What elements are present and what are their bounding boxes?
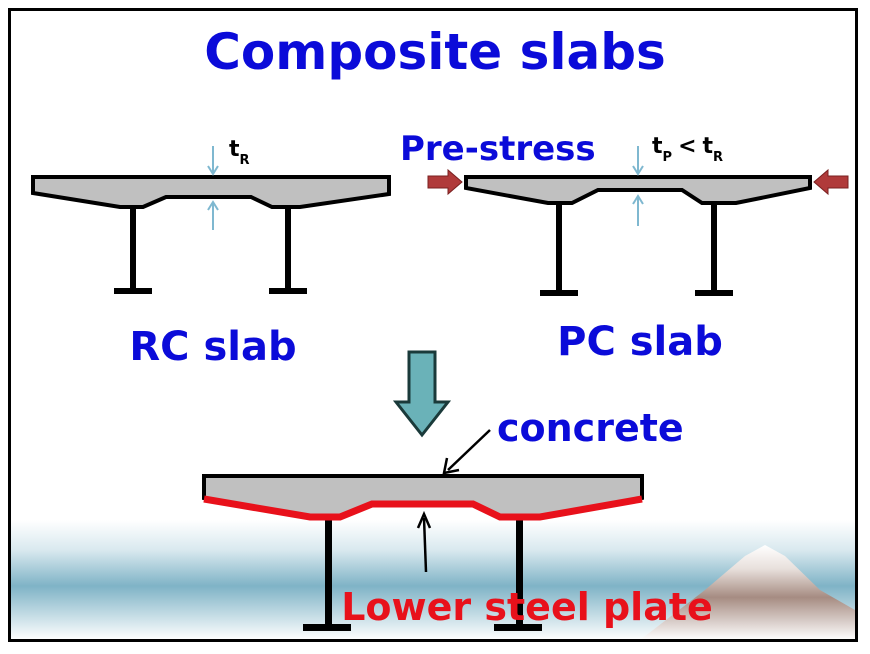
pc-thickness-arrows [632, 146, 644, 226]
rc-slab-diagram: tR RC slab [31, 137, 391, 370]
rc-girder-left-flange [114, 288, 152, 294]
concrete-label: concrete [497, 406, 684, 450]
rc-slab-label: RC slab [129, 324, 296, 370]
rc-slab-concrete [31, 175, 391, 209]
transition-arrow-icon [392, 350, 452, 438]
prestress-arrow-right-icon [813, 168, 849, 196]
page-title: Composite slabs [204, 23, 666, 81]
pc-thickness-label: tP<tR [652, 134, 723, 165]
composite-slab-diagram: concrete Lower steel plate [202, 406, 713, 631]
mountain-decoration [640, 545, 855, 640]
lower-steel-plate [203, 495, 643, 521]
rc-girder-right-flange [269, 288, 307, 294]
composite-girder-right-web [516, 515, 523, 627]
pc-slab-label: PC slab [557, 319, 723, 365]
prestress-arrow-left-icon [427, 168, 463, 196]
composite-girder-left-web [325, 515, 332, 627]
rc-thickness-label: tR [229, 137, 250, 168]
prestress-label: Pre-stress [400, 129, 596, 169]
steel-plate-label: Lower steel plate [341, 585, 713, 629]
steel-pointer-line [422, 517, 428, 573]
steel-pointer-icon [416, 510, 432, 529]
pc-slab-concrete [464, 175, 812, 205]
pc-slab-diagram: Pre-stress tP<tR PC slab [400, 129, 849, 365]
composite-girder-right-flange [494, 624, 542, 631]
slide-border [8, 8, 858, 642]
concrete-pointer-icon [442, 457, 460, 475]
rc-girder-left-web [130, 207, 136, 291]
pc-girder-left-web [556, 203, 562, 291]
pc-girder-right-web [711, 203, 717, 291]
pc-girder-left-flange [540, 290, 578, 296]
concrete-pointer-line [447, 429, 491, 471]
rc-girder-right-web [285, 207, 291, 291]
rc-thickness-arrows [207, 146, 219, 230]
composite-girder-left-flange [303, 624, 351, 631]
pc-girder-right-flange [695, 290, 733, 296]
